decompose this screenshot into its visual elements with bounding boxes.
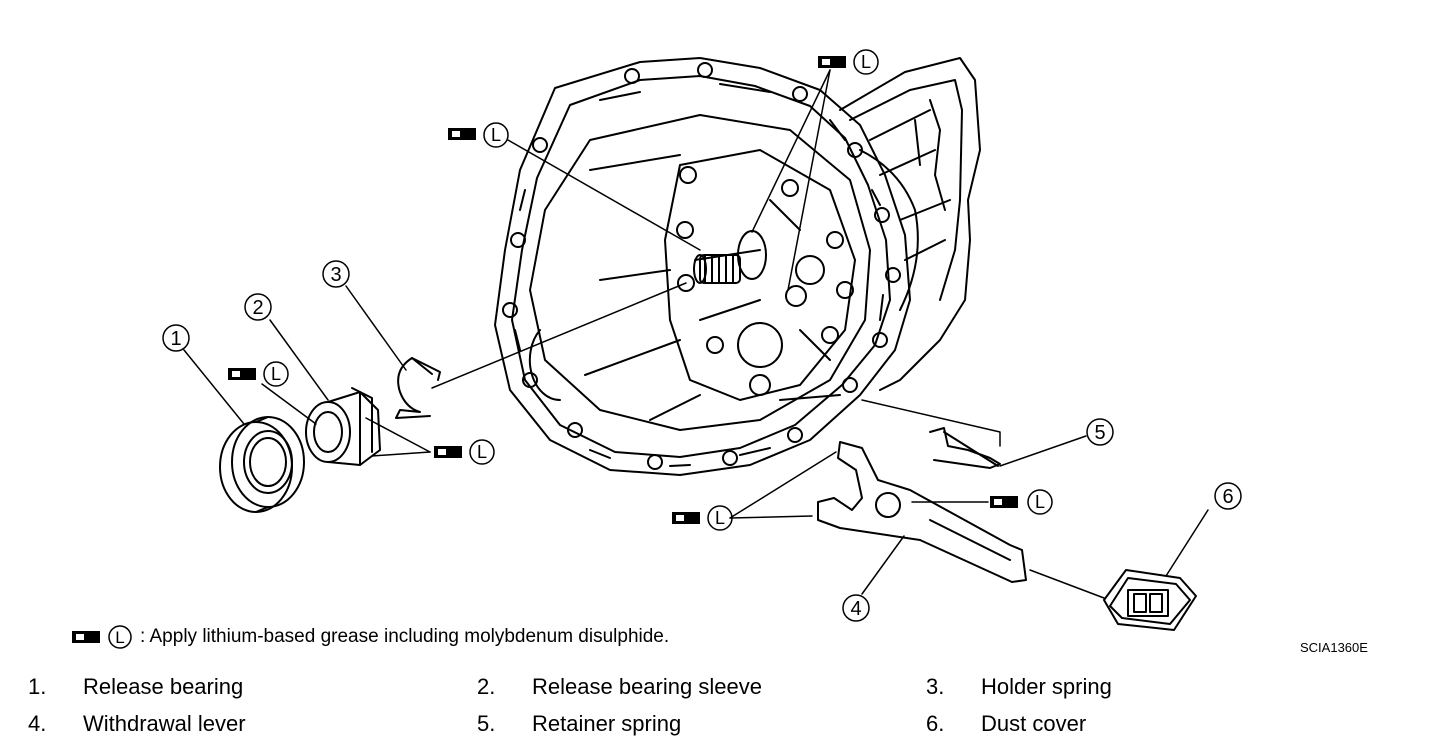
callout-3: 3 — [322, 260, 350, 288]
callout-6: 6 — [1214, 482, 1242, 510]
svg-text:L: L — [477, 442, 487, 462]
svg-text:L: L — [861, 52, 871, 72]
withdrawal-lever — [817, 441, 1027, 583]
legend-number: 5. — [477, 710, 496, 736]
legend-item: 5. Retainer spring — [477, 711, 926, 737]
svg-text:2: 2 — [252, 297, 263, 319]
legend-number: 2. — [477, 673, 496, 699]
dust-cover — [1103, 569, 1197, 631]
callout-5: 5 — [1086, 418, 1114, 446]
legend-item: 4. Withdrawal lever — [28, 711, 477, 737]
grease-symbol-sleeve: L — [434, 439, 495, 465]
legend-number: 3. — [926, 673, 945, 699]
input-shaft — [677, 230, 807, 307]
grease-symbol-top-left: L — [448, 122, 509, 148]
svg-text:L: L — [271, 364, 281, 384]
parts-legend: 1. Release bearing 2. Release bearing sl… — [28, 668, 1428, 742]
clutch-housing — [494, 57, 911, 476]
legend-item: 6. Dust cover — [926, 711, 1375, 737]
callout-2: 2 — [244, 293, 272, 321]
callout-4: 4 — [842, 594, 870, 622]
legend-label: Holder spring — [981, 673, 1112, 699]
exploded-clutch-diagram: 1 2 3 4 5 6 L L L L — [162, 49, 1242, 631]
bearing-retainer — [584, 149, 856, 421]
legend-number: 4. — [28, 710, 47, 736]
holder-spring — [395, 357, 441, 419]
svg-text:L: L — [1035, 492, 1045, 512]
svg-text:L: L — [715, 508, 725, 528]
legend-row: 4. Withdrawal lever 5. Retainer spring 6… — [28, 705, 1428, 742]
reference-code: SCIA1360E — [1300, 640, 1368, 655]
legend-label: Dust cover — [981, 710, 1087, 736]
grease-note: L : Apply lithium-based grease including… — [72, 624, 669, 650]
release-bearing-sleeve — [305, 387, 381, 466]
svg-text:4: 4 — [850, 598, 861, 620]
legend-item: 3. Holder spring — [926, 674, 1375, 700]
legend-item: 1. Release bearing — [28, 674, 477, 700]
grease-note-text: : Apply lithium-based grease including m… — [140, 626, 670, 647]
grease-symbol-lever-pivot: L — [990, 489, 1053, 515]
svg-text:6: 6 — [1222, 486, 1233, 508]
transaxle-case-rear — [839, 57, 981, 391]
svg-text:3: 3 — [330, 264, 341, 286]
leader-lines — [183, 282, 1209, 599]
legend-item: 2. Release bearing sleeve — [477, 674, 926, 700]
svg-text:L: L — [491, 125, 501, 145]
legend-number: 6. — [926, 710, 945, 736]
svg-text:5: 5 — [1094, 422, 1105, 444]
legend-number: 1. — [28, 673, 47, 699]
legend-label: Retainer spring — [532, 710, 682, 736]
grease-arrows — [261, 69, 989, 519]
grease-symbol-bearing: L — [228, 361, 289, 387]
legend-row: 1. Release bearing 2. Release bearing sl… — [28, 668, 1428, 705]
svg-text:1: 1 — [170, 328, 181, 350]
retainer-spring — [929, 427, 1001, 469]
grease-symbol-icon: L — [72, 624, 136, 650]
grease-symbol-top-right: L — [818, 49, 879, 75]
grease-symbol-lever: L — [672, 505, 733, 531]
svg-text:L: L — [115, 628, 124, 647]
release-bearing — [219, 416, 305, 513]
legend-label: Withdrawal lever — [83, 710, 246, 736]
callout-1: 1 — [162, 324, 190, 352]
legend-label: Release bearing — [83, 673, 244, 699]
legend-label: Release bearing sleeve — [532, 673, 762, 699]
